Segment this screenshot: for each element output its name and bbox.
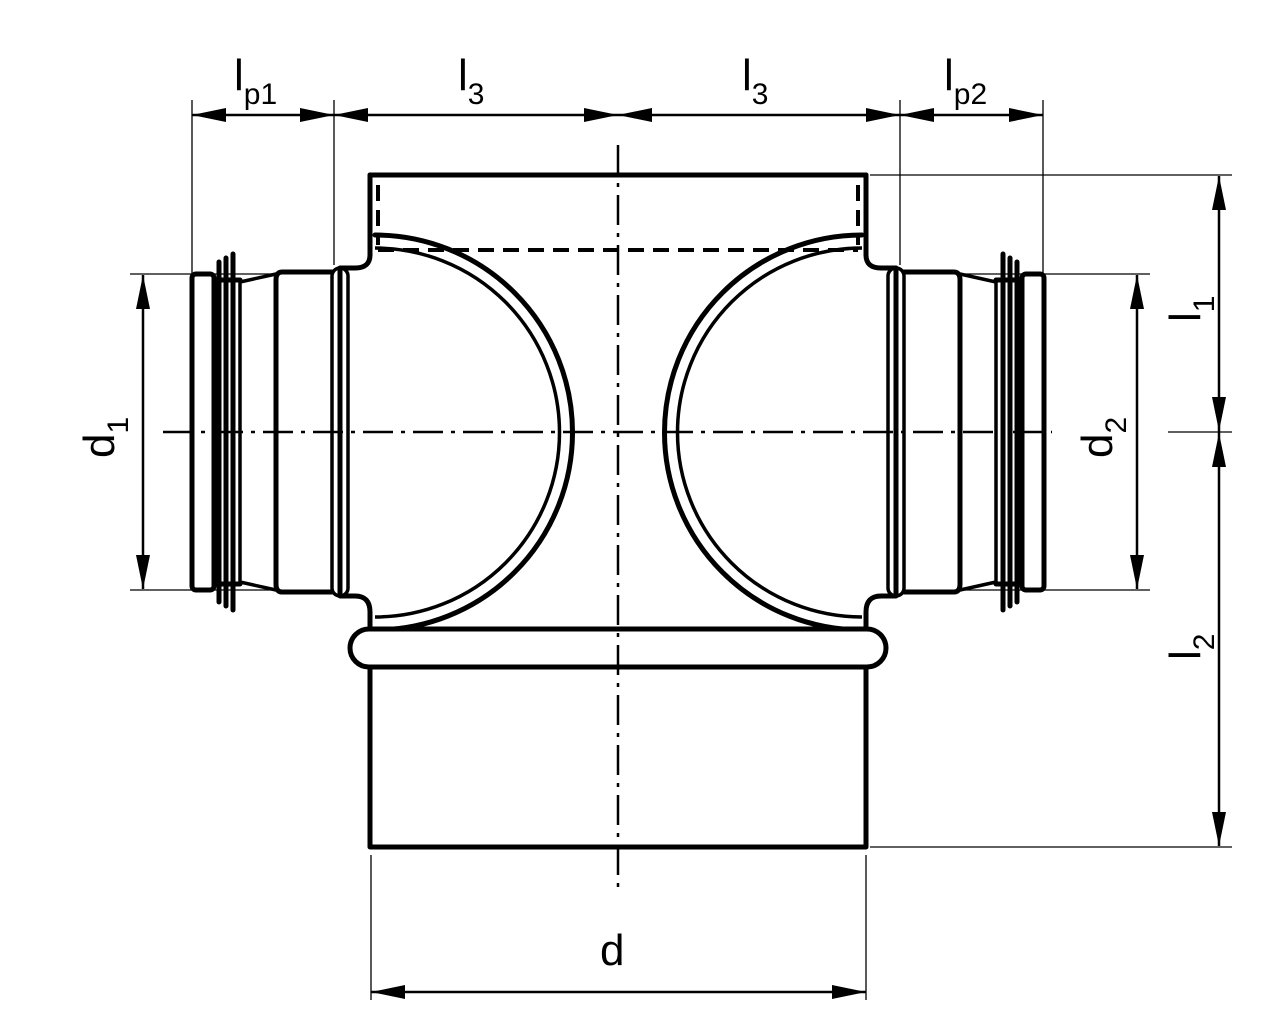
label-l3-left: l3: [458, 51, 484, 111]
label-l2: l2: [1161, 634, 1221, 660]
label-d2: d2: [1073, 417, 1133, 458]
label-lp1: lp1: [234, 51, 277, 111]
dimension-labels: lp1 l3 l3 lp2 l1 l2 d1 d2 d: [75, 51, 1221, 975]
label-l3-right: l3: [742, 51, 768, 111]
dimension-lines: [136, 108, 1226, 999]
extension-lines: [130, 100, 1232, 1000]
right-spigot: [886, 251, 1047, 613]
label-d: d: [600, 926, 624, 975]
label-lp2: lp2: [944, 51, 987, 111]
label-l1: l1: [1161, 296, 1221, 322]
label-d1: d1: [75, 417, 135, 458]
center-lines: [163, 145, 1052, 890]
